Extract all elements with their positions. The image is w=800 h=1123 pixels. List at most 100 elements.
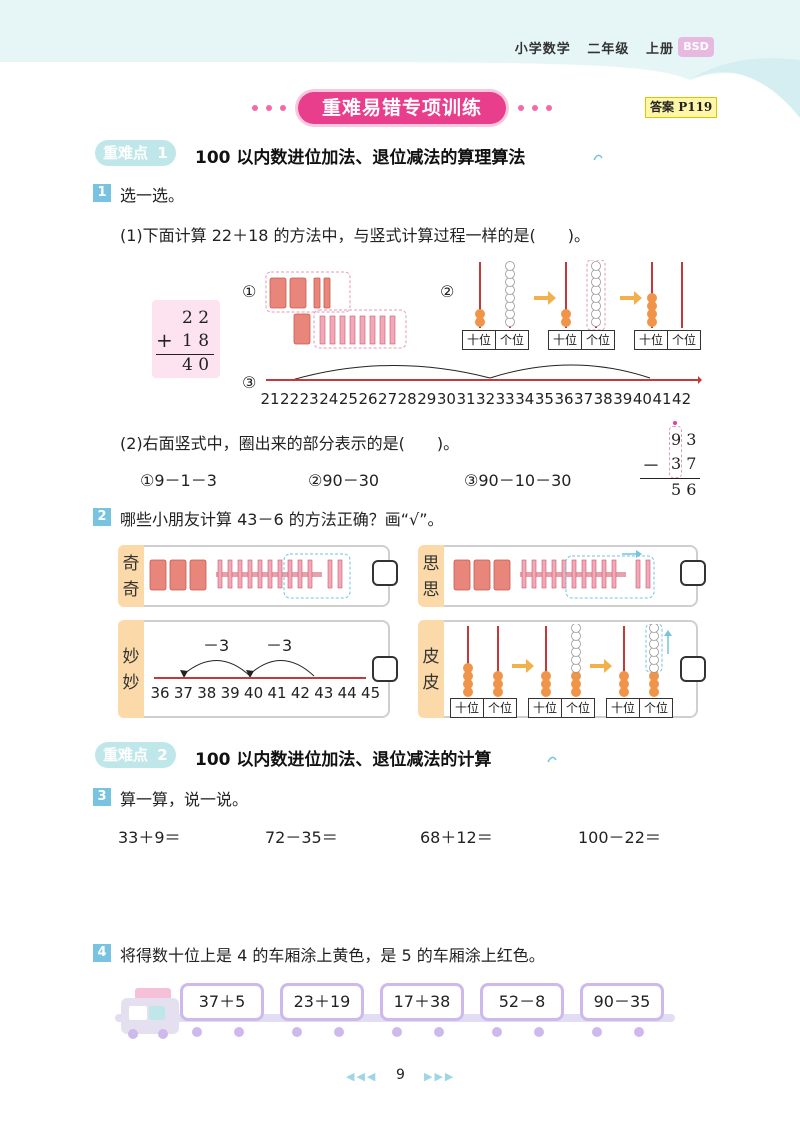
miaomiao-numberline [154, 660, 366, 679]
sisi-sticks-illustration [453, 550, 655, 599]
q2-prompt: 哪些小朋友计算 43－6 的方法正确？画“√”。 [120, 510, 444, 529]
numberline1-tick-label: 28 [397, 390, 417, 408]
section1-title: 100 以内数进位加法、退位减法的算理算法 [195, 148, 526, 168]
expr-4: 100－22＝ [578, 828, 661, 847]
answer-checkbox-pipi[interactable] [680, 656, 706, 682]
banner-dot [518, 105, 524, 111]
vc-line [156, 354, 214, 355]
expr-2: 72－35＝ [265, 828, 338, 847]
section1-tag: 重难点 1 [95, 140, 176, 166]
numberline2-tick-label: 40 [244, 684, 264, 702]
header-volume: 上册 [645, 42, 674, 57]
numberline2-tick-label: 37 [173, 684, 193, 702]
numberline1-tick-label: 30 [436, 390, 456, 408]
vc2-row1: 9 3 [671, 430, 697, 449]
header-grade: 二年级 [587, 42, 630, 57]
tens-label: 十位 [606, 698, 640, 718]
numberline1-tick-label: 36 [554, 390, 574, 408]
choice-2[interactable]: ②90－30 [308, 471, 380, 490]
vc-op: + [156, 328, 173, 352]
numberline1-tick-label: 39 [613, 390, 633, 408]
jump-label-1: －3 [203, 636, 230, 655]
section2-num: 2 [157, 746, 168, 764]
q4-prompt: 将得数十位上是 4 的车厢涂上黄色，是 5 的车厢涂上红色。 [120, 946, 545, 965]
vertical-calc2: 9 3 － 3 7 5 6 [638, 421, 702, 500]
q3-number: 3 [93, 788, 111, 806]
page-next-arrows: ▶▶▶ [424, 1070, 456, 1083]
choice-3[interactable]: ③90－10－30 [464, 471, 572, 490]
answer-checkbox-qiqi[interactable] [372, 560, 398, 586]
ones-label: 个位 [495, 330, 529, 350]
train-car-3[interactable]: 17＋38 [380, 983, 464, 1021]
q2-number: 2 [93, 508, 111, 526]
page-number: 9 [396, 1067, 405, 1083]
numberline1-tick-label: 31 [456, 390, 476, 408]
numberline1-tick-label: 22 [280, 390, 300, 408]
opt1-mark: ① [242, 282, 257, 301]
banner-dot [252, 105, 258, 111]
ones-label: 个位 [667, 330, 701, 350]
opt2-abacus-illustration [475, 260, 683, 331]
header-subject: 小学数学 二年级 上册 [515, 38, 674, 57]
answer-page: P119 [678, 100, 713, 114]
numberline1-tick-label: 27 [378, 390, 398, 408]
numberline2-tick-label: 45 [361, 684, 381, 702]
numberline1-tick-label: 33 [495, 390, 515, 408]
train-car-5[interactable]: 90－35 [580, 983, 664, 1021]
q1-sub1: (1)下面计算 22＋18 的方法中，与竖式计算过程一样的是( )。 [120, 226, 591, 245]
banner-title: 重难易错专项训练 [298, 92, 506, 124]
opt2-mark: ② [440, 282, 455, 301]
numberline1-tick-label: 38 [593, 390, 613, 408]
vc2-op: － [642, 456, 660, 477]
train-car-4[interactable]: 52－8 [480, 983, 564, 1021]
page-prev-arrows: ◀◀◀ [346, 1070, 378, 1083]
q1-number: 1 [93, 184, 111, 202]
numberline1-tick-label: 29 [417, 390, 437, 408]
choice-1[interactable]: ①9－1－3 [140, 471, 217, 490]
kid-name-sisi: 思思 [418, 545, 444, 607]
swirl-icon [547, 756, 557, 763]
train-car-1[interactable]: 37＋5 [180, 983, 264, 1021]
vc2-row2: 3 7 [671, 454, 697, 473]
section1-tag-text: 重难点 [103, 144, 149, 162]
expr-1: 33＋9＝ [118, 828, 181, 847]
pipi-abacus-illustration [463, 624, 672, 697]
numberline1-tick-label: 32 [476, 390, 496, 408]
jump-label-2: －3 [266, 636, 293, 655]
numberline1-tick-label: 26 [358, 390, 378, 408]
q4-number: 4 [93, 944, 111, 962]
kid-name-miaomiao: 妙妙 [118, 620, 144, 718]
train-car-2[interactable]: 23＋19 [280, 983, 364, 1021]
numberline2-tick-label: 42 [290, 684, 310, 702]
numberline1-tick-label: 24 [319, 390, 339, 408]
numberline1-tick-label: 34 [515, 390, 535, 408]
opt1-sticks-illustration [265, 271, 407, 349]
tens-label: 十位 [548, 330, 582, 350]
vc-row1: 2 2 [182, 308, 210, 328]
answer-reference[interactable]: 答案 P119 [645, 97, 718, 118]
numberline2-tick-label: 43 [314, 684, 334, 702]
ones-label: 个位 [581, 330, 615, 350]
section1-num: 1 [157, 144, 168, 162]
banner-dot [266, 105, 272, 111]
answer-label: 答案 [650, 100, 675, 114]
circled-digit [669, 426, 682, 478]
tens-label: 十位 [528, 698, 562, 718]
numberline2-tick-label: 41 [267, 684, 287, 702]
q1-sub2: (2)右面竖式中，圈出来的部分表示的是( )。 [120, 434, 460, 453]
numberline1-tick-label: 25 [338, 390, 358, 408]
ones-label: 个位 [639, 698, 673, 718]
section2-tag: 重难点 2 [95, 742, 176, 768]
answer-checkbox-sisi[interactable] [680, 560, 706, 586]
answer-checkbox-miaomiao[interactable] [372, 656, 398, 682]
kid-name-pipi: 皮皮 [418, 620, 444, 718]
opt3-mark: ③ [242, 373, 257, 392]
kid-name-pipi-text: 皮皮 [422, 647, 440, 693]
borrow-dot [673, 421, 677, 425]
qiqi-sticks-illustration [149, 553, 351, 599]
vc-result: 4 0 [182, 355, 210, 375]
opt3-numberline [266, 364, 702, 384]
kid-name-qiqi-text: 奇奇 [122, 554, 140, 600]
